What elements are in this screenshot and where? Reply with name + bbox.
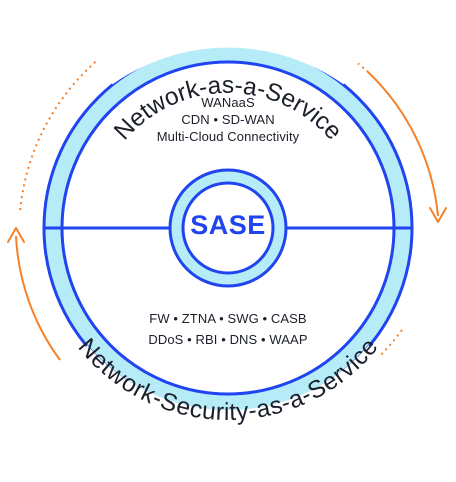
orange-arrow-down-icon <box>429 207 447 223</box>
left-arc-solid <box>15 235 61 361</box>
bottom-right-arc-dotted <box>361 329 403 373</box>
upper-line-3: Multi-Cloud Connectivity <box>156 129 300 144</box>
right-arc-solid <box>367 71 439 217</box>
left-arc-dotted <box>19 57 101 213</box>
bottom-label-backing <box>64 345 392 441</box>
lower-half-text: FW • ZTNA • SWG • CASB DDoS • RBI • DNS … <box>0 310 456 348</box>
lower-line-1: FW • ZTNA • SWG • CASB <box>149 311 307 326</box>
top-label-backing <box>95 17 361 85</box>
upper-line-1: WANaaS <box>201 95 255 110</box>
lower-line-2: DDoS • RBI • DNS • WAAP <box>148 332 308 347</box>
upper-line-2: CDN • SD-WAN <box>181 112 275 127</box>
orange-arrow-up-icon <box>7 227 25 243</box>
center-hub <box>181 181 275 275</box>
upper-half-text: WANaaS CDN • SD-WAN Multi-Cloud Connecti… <box>0 94 456 145</box>
center-label: SASE <box>190 210 266 240</box>
